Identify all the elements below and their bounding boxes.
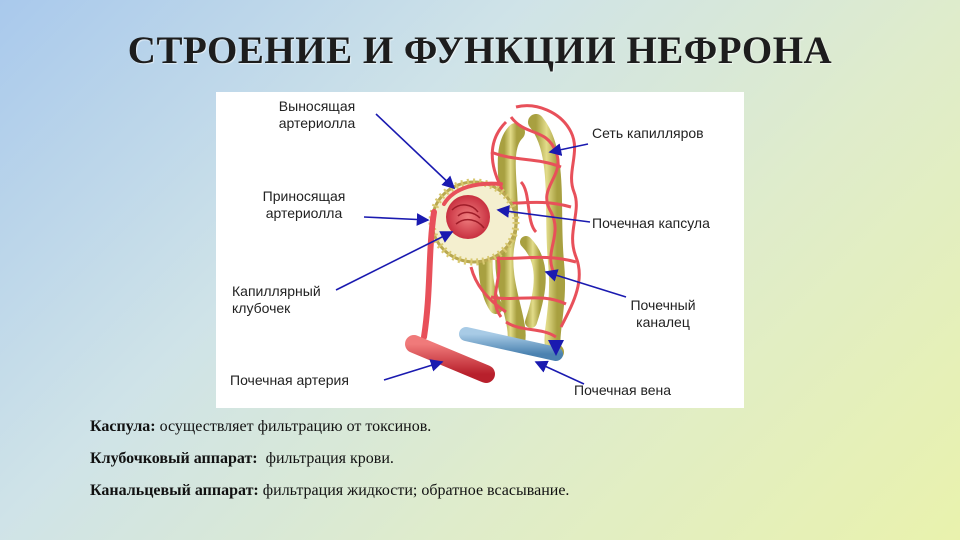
note-text: фильтрация жидкости; обратное всасывание…	[258, 482, 570, 499]
note-term: Канальцевый аппарат:	[90, 482, 259, 499]
note-glomerular: Клубочковый аппарат: фильтрация крови.	[90, 449, 910, 481]
arterioles	[421, 181, 503, 340]
label-afferent-arteriole: Приносящая артериолла	[262, 188, 346, 221]
note-term: Клубочковый аппарат:	[90, 450, 258, 467]
page-title: СТРОЕНИЕ И ФУНКЦИИ НЕФРОНА	[127, 29, 833, 72]
label-renal-tubule: Почечный каналец	[630, 297, 696, 330]
label-renal-artery: Почечная артерия	[230, 372, 349, 388]
nephron-diagram: Выносящая артериолла Сеть капилляров При…	[216, 92, 744, 408]
nephron-illustration	[335, 104, 627, 385]
pointer-arrows	[335, 113, 627, 385]
label-capillary-glomerulus: Капиллярный клубочек	[232, 283, 321, 316]
glomerulus-loops	[451, 204, 485, 229]
label-renal-vein: Почечная вена	[574, 382, 672, 398]
note-term: Каспула:	[90, 418, 156, 435]
label-efferent-arteriole: Выносящая артериолла	[278, 98, 356, 131]
label-renal-capsule: Почечная капсула	[592, 215, 710, 231]
renal-artery	[405, 335, 495, 383]
renal-vein	[459, 327, 563, 361]
note-capsule: Каспула: осуществляет фильтрацию от токс…	[90, 417, 910, 449]
label-capillary-network: Сеть капилляров	[592, 125, 704, 141]
function-notes: Каспула: осуществляет фильтрацию от токс…	[90, 417, 910, 513]
glomerulus	[446, 195, 490, 239]
note-tubular: Канальцевый аппарат: фильтрация жидкости…	[90, 481, 910, 513]
note-text: осуществляет фильтрацию от токсинов.	[155, 418, 432, 435]
note-text: фильтрация крови.	[257, 450, 394, 467]
